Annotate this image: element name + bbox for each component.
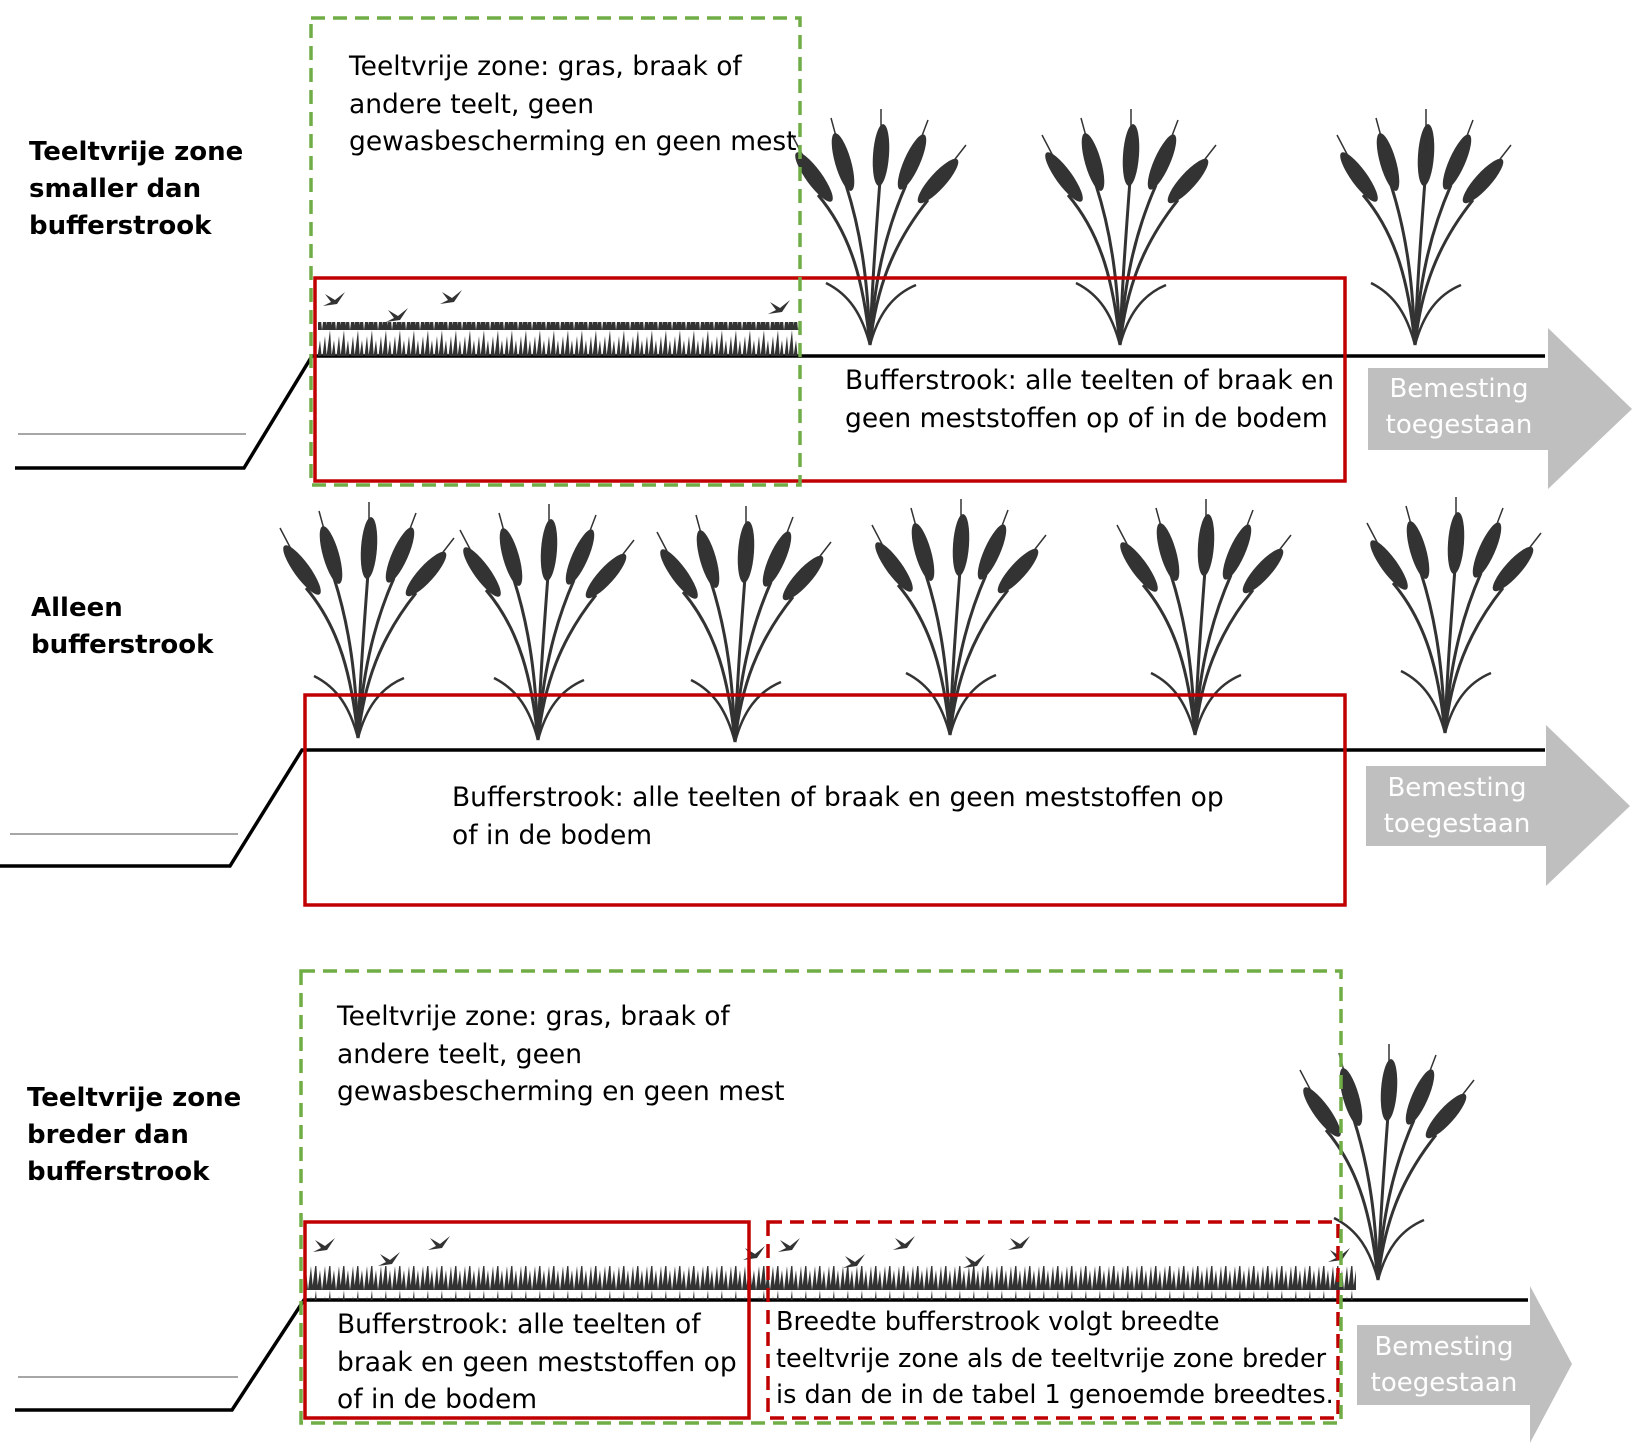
side-label-only-buffer: Alleen bufferstrook (31, 590, 213, 664)
wheat-icon (653, 504, 833, 744)
buffer-text-line: Bufferstrook: alle teelten of (337, 1309, 701, 1340)
extension-text-line: is dan de in de tabel 1 genoemde breedte… (776, 1380, 1334, 1410)
buffer-strip-box (303, 1220, 751, 1420)
ground-profile (15, 354, 1545, 470)
side-label-wider: Teeltvrije zone breder dan bufferstrook (27, 1080, 241, 1191)
buffer-extension-box (766, 1220, 1340, 1420)
buffer-strip-box (313, 276, 1347, 483)
bird-icon (386, 308, 408, 322)
zone-text-line: andere teelt, geen (349, 88, 595, 120)
wheat-icon (1333, 107, 1513, 347)
grass-icon (318, 322, 800, 356)
buffer-strip-text: Bufferstrook: alle teelten of braak en g… (337, 1306, 737, 1419)
arrow-right-icon (1366, 725, 1630, 886)
side-label-line: smaller dan (29, 174, 202, 204)
crop-free-zone-box (299, 969, 1343, 1425)
bird-icon (428, 1236, 450, 1250)
side-label-smaller: Teeltvrije zone smaller dan bufferstrook (29, 134, 243, 245)
arrow-label-line: toegestaan (1383, 809, 1531, 839)
fertilization-allowed-label: Bemesting toegestaan (1370, 371, 1548, 443)
arrow-label-line: Bemesting (1389, 374, 1529, 404)
side-label-line: bufferstrook (27, 1157, 210, 1187)
buffer-strip-text: Bufferstrook: alle teelten of braak en g… (452, 779, 1224, 854)
panel-only-buffer (0, 495, 1630, 907)
side-label-line: Alleen (31, 593, 123, 623)
buffer-text-line: braak en geen meststoffen op (337, 1346, 737, 1378)
bird-icon (893, 1236, 915, 1250)
bird-icon (843, 1254, 865, 1268)
bird-icon (440, 290, 462, 304)
fertilization-allowed-label: Bemesting toegestaan (1368, 770, 1546, 842)
side-label-line: breder dan (27, 1120, 189, 1150)
panel-wider (15, 969, 1572, 1443)
zone-text-line: gewasbescherming en geen mest (337, 1076, 785, 1107)
bird-icon (768, 300, 790, 314)
arrow-label-line: Bemesting (1387, 773, 1527, 803)
side-label-line: bufferstrook (29, 211, 212, 241)
bird-icon (323, 292, 345, 306)
bird-icon (378, 1252, 400, 1266)
ground-profile (0, 748, 1545, 868)
arrow-label-line: toegestaan (1370, 1368, 1518, 1398)
buffer-text-line: Bufferstrook: alle teelten of braak en g… (452, 782, 1224, 813)
arrow-right-icon (1357, 1286, 1572, 1443)
wheat-icon (1363, 495, 1543, 735)
buffer-text-line: Bufferstrook: alle teelten of braak en (845, 365, 1335, 396)
bird-icon (1008, 1236, 1030, 1250)
grass-icon (306, 1266, 1356, 1300)
arrow-label-line: toegestaan (1385, 410, 1533, 440)
buffer-text-line: of in de bodem (452, 819, 653, 851)
zone-text-line: gewasbescherming en geen mest (349, 126, 797, 157)
wheat-icon (1038, 107, 1218, 347)
extension-text-line: teeltvrije zone als de teeltvrije zone b… (776, 1343, 1327, 1374)
side-label-line: Teeltvrije zone (27, 1083, 242, 1113)
crop-free-zone-box (309, 16, 802, 487)
buffer-strip-box (303, 693, 1347, 907)
fertilization-allowed-label: Bemesting toegestaan (1358, 1329, 1530, 1401)
wheat-icon (868, 497, 1048, 737)
arrow-right-icon (1368, 328, 1632, 489)
crop-free-zone-text: Teeltvrije zone: gras, braak of andere t… (349, 48, 797, 161)
zone-text-line: andere teelt, geen (337, 1038, 583, 1070)
bird-icon (313, 1238, 335, 1252)
wheat-icon (456, 502, 636, 742)
wheat-icon (1113, 497, 1293, 737)
bird-icon (743, 1246, 765, 1260)
buffer-extension-text: Breedte bufferstrook volgt breedte teelt… (776, 1304, 1334, 1414)
side-label-line: bufferstrook (31, 630, 214, 660)
arrow-label-line: Bemesting (1374, 1332, 1514, 1362)
extension-text-line: Breedte bufferstrook volgt breedte (776, 1307, 1220, 1337)
panel-smaller (15, 16, 1632, 489)
buffer-text-line: of in de bodem (337, 1384, 538, 1415)
wheat-icon (1296, 1042, 1476, 1282)
zone-text-line: Teeltvrije zone: gras, braak of (349, 51, 742, 82)
crop-free-zone-text: Teeltvrije zone: gras, braak of andere t… (337, 998, 785, 1111)
buffer-text-line: geen meststoffen op of in de bodem (845, 402, 1328, 434)
bird-icon (778, 1238, 800, 1252)
wheat-icon (788, 107, 968, 347)
buffer-strip-text: Bufferstrook: alle teelten of braak en g… (845, 362, 1334, 437)
side-label-line: Teeltvrije zone (29, 137, 244, 167)
bird-icon (963, 1254, 985, 1268)
zone-text-line: Teeltvrije zone: gras, braak of (337, 1001, 730, 1032)
